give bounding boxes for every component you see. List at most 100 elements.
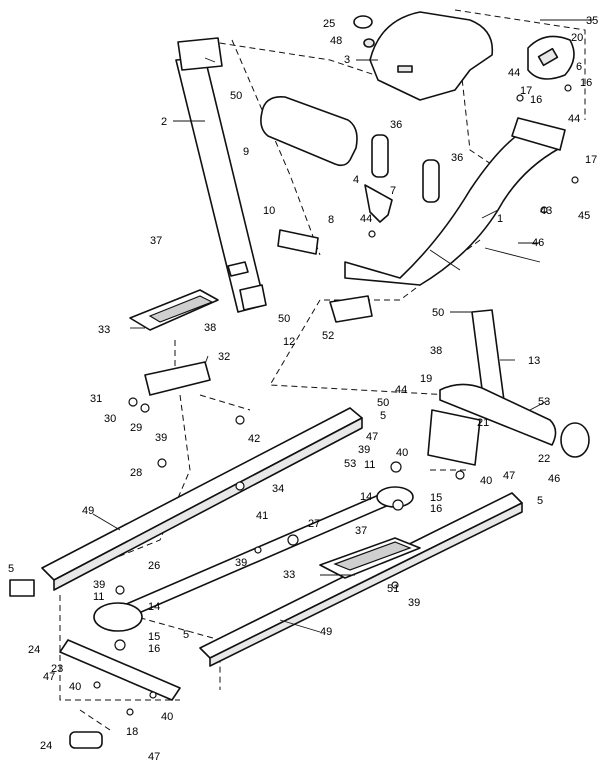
- part-rear-bracket: [59, 639, 181, 701]
- callout-3: 3: [344, 54, 350, 66]
- callout-46: 46: [532, 237, 544, 249]
- callout-14: 14: [360, 491, 372, 503]
- callout-39: 39: [155, 432, 167, 444]
- part-knob: [353, 15, 375, 48]
- callout-23: 23: [51, 663, 63, 675]
- callout-53: 53: [538, 396, 550, 408]
- callout-49: 49: [320, 626, 332, 638]
- callout-48: 48: [330, 35, 342, 47]
- part-foot-pedal-upper: [129, 289, 219, 331]
- hardware-bolts: [93, 84, 579, 716]
- callout-39: 39: [235, 557, 247, 569]
- part-left-rail: [41, 407, 363, 591]
- part-support-rods: [371, 134, 440, 203]
- callout-40: 40: [161, 711, 173, 723]
- callout-13: 13: [528, 355, 540, 367]
- callout-14: 14: [148, 601, 160, 613]
- part-main-frame: [344, 117, 566, 286]
- callout-47: 47: [148, 751, 160, 763]
- callout-33: 33: [283, 569, 295, 581]
- callout-49: 49: [82, 505, 94, 517]
- callout-45: 45: [578, 210, 590, 222]
- callout-5: 5: [380, 410, 386, 422]
- callout-38: 38: [204, 322, 216, 334]
- callout-5: 5: [8, 563, 14, 575]
- callout-18: 18: [126, 726, 138, 738]
- callout-32: 32: [218, 351, 230, 363]
- callout-9: 9: [243, 146, 249, 158]
- callout-5: 5: [537, 495, 543, 507]
- callout-36: 36: [451, 152, 463, 164]
- callout-51: 51: [387, 583, 399, 595]
- part-right-rail: [199, 492, 523, 667]
- callout-52: 52: [322, 330, 334, 342]
- part-seat-pad: [260, 95, 358, 167]
- callout-21: 21: [477, 417, 489, 429]
- callout-50: 50: [432, 307, 444, 319]
- callout-11: 11: [93, 591, 104, 603]
- callout-16: 16: [530, 94, 542, 106]
- part-mounting-plate: [277, 229, 319, 255]
- part-u-bracket: [329, 295, 373, 323]
- part-console-hood: [369, 11, 494, 101]
- callout-35: 35: [586, 15, 598, 27]
- callout-25: 25: [323, 18, 335, 30]
- callout-1: 1: [497, 213, 503, 225]
- callout-50: 50: [278, 313, 290, 325]
- callout-44: 44: [508, 67, 520, 79]
- callout-leaders: [92, 19, 593, 633]
- callout-31: 31: [90, 393, 102, 405]
- callout-30: 30: [104, 413, 116, 425]
- part-cover-plate: [527, 35, 575, 80]
- part-pedal-bracket: [144, 361, 211, 396]
- callout-4: 4: [353, 174, 359, 186]
- callout-16: 16: [148, 643, 160, 655]
- callout-33: 33: [98, 324, 110, 336]
- callout-11: 11: [364, 459, 375, 471]
- callout-22: 22: [538, 453, 550, 465]
- part-drive-frame: [93, 486, 414, 632]
- callout-15: 15: [148, 631, 160, 643]
- callout-40: 40: [480, 475, 492, 487]
- part-upright-post: [175, 37, 267, 313]
- callout-19: 19: [420, 373, 432, 385]
- part-rear-upright: [427, 309, 590, 466]
- callout-50: 50: [230, 90, 242, 102]
- callout-40: 40: [396, 447, 408, 459]
- callout-20: 20: [571, 32, 583, 44]
- callout-28: 28: [130, 467, 142, 479]
- callout-40: 40: [69, 681, 81, 693]
- callout-44: 44: [568, 113, 580, 125]
- part-bracket-4: [364, 184, 393, 223]
- callout-46: 46: [548, 473, 560, 485]
- callout-36: 36: [390, 119, 402, 131]
- callout-29: 29: [130, 422, 142, 434]
- part-long-bolt: [484, 247, 541, 263]
- callout-27: 27: [308, 518, 320, 530]
- callout-15: 15: [430, 492, 442, 504]
- part-end-caps: [9, 579, 103, 749]
- callout-labels: 1 2 3 4 5 5 5 5 6 7 8 9 10 11 11 12 13 1…: [8, 15, 598, 763]
- callout-39: 39: [358, 444, 370, 456]
- callout-24: 24: [28, 644, 40, 656]
- callout-47: 47: [503, 470, 515, 482]
- callout-17: 17: [585, 154, 597, 166]
- callout-38: 38: [430, 345, 442, 357]
- callout-10: 10: [263, 205, 275, 217]
- callout-8: 8: [328, 214, 334, 226]
- callout-6: 6: [576, 61, 582, 73]
- callout-53: 53: [344, 458, 356, 470]
- callout-24: 24: [40, 740, 52, 752]
- callout-50: 50: [377, 397, 389, 409]
- callout-17: 17: [520, 85, 532, 97]
- callout-43: 43: [540, 205, 552, 217]
- callout-39: 39: [408, 597, 420, 609]
- callout-34: 34: [272, 483, 284, 495]
- callout-5: 5: [183, 629, 189, 641]
- callout-44: 44: [360, 213, 372, 225]
- callout-26: 26: [148, 560, 160, 572]
- callout-44: 44: [395, 384, 407, 396]
- callout-41: 41: [256, 510, 268, 522]
- callout-47: 47: [366, 431, 378, 443]
